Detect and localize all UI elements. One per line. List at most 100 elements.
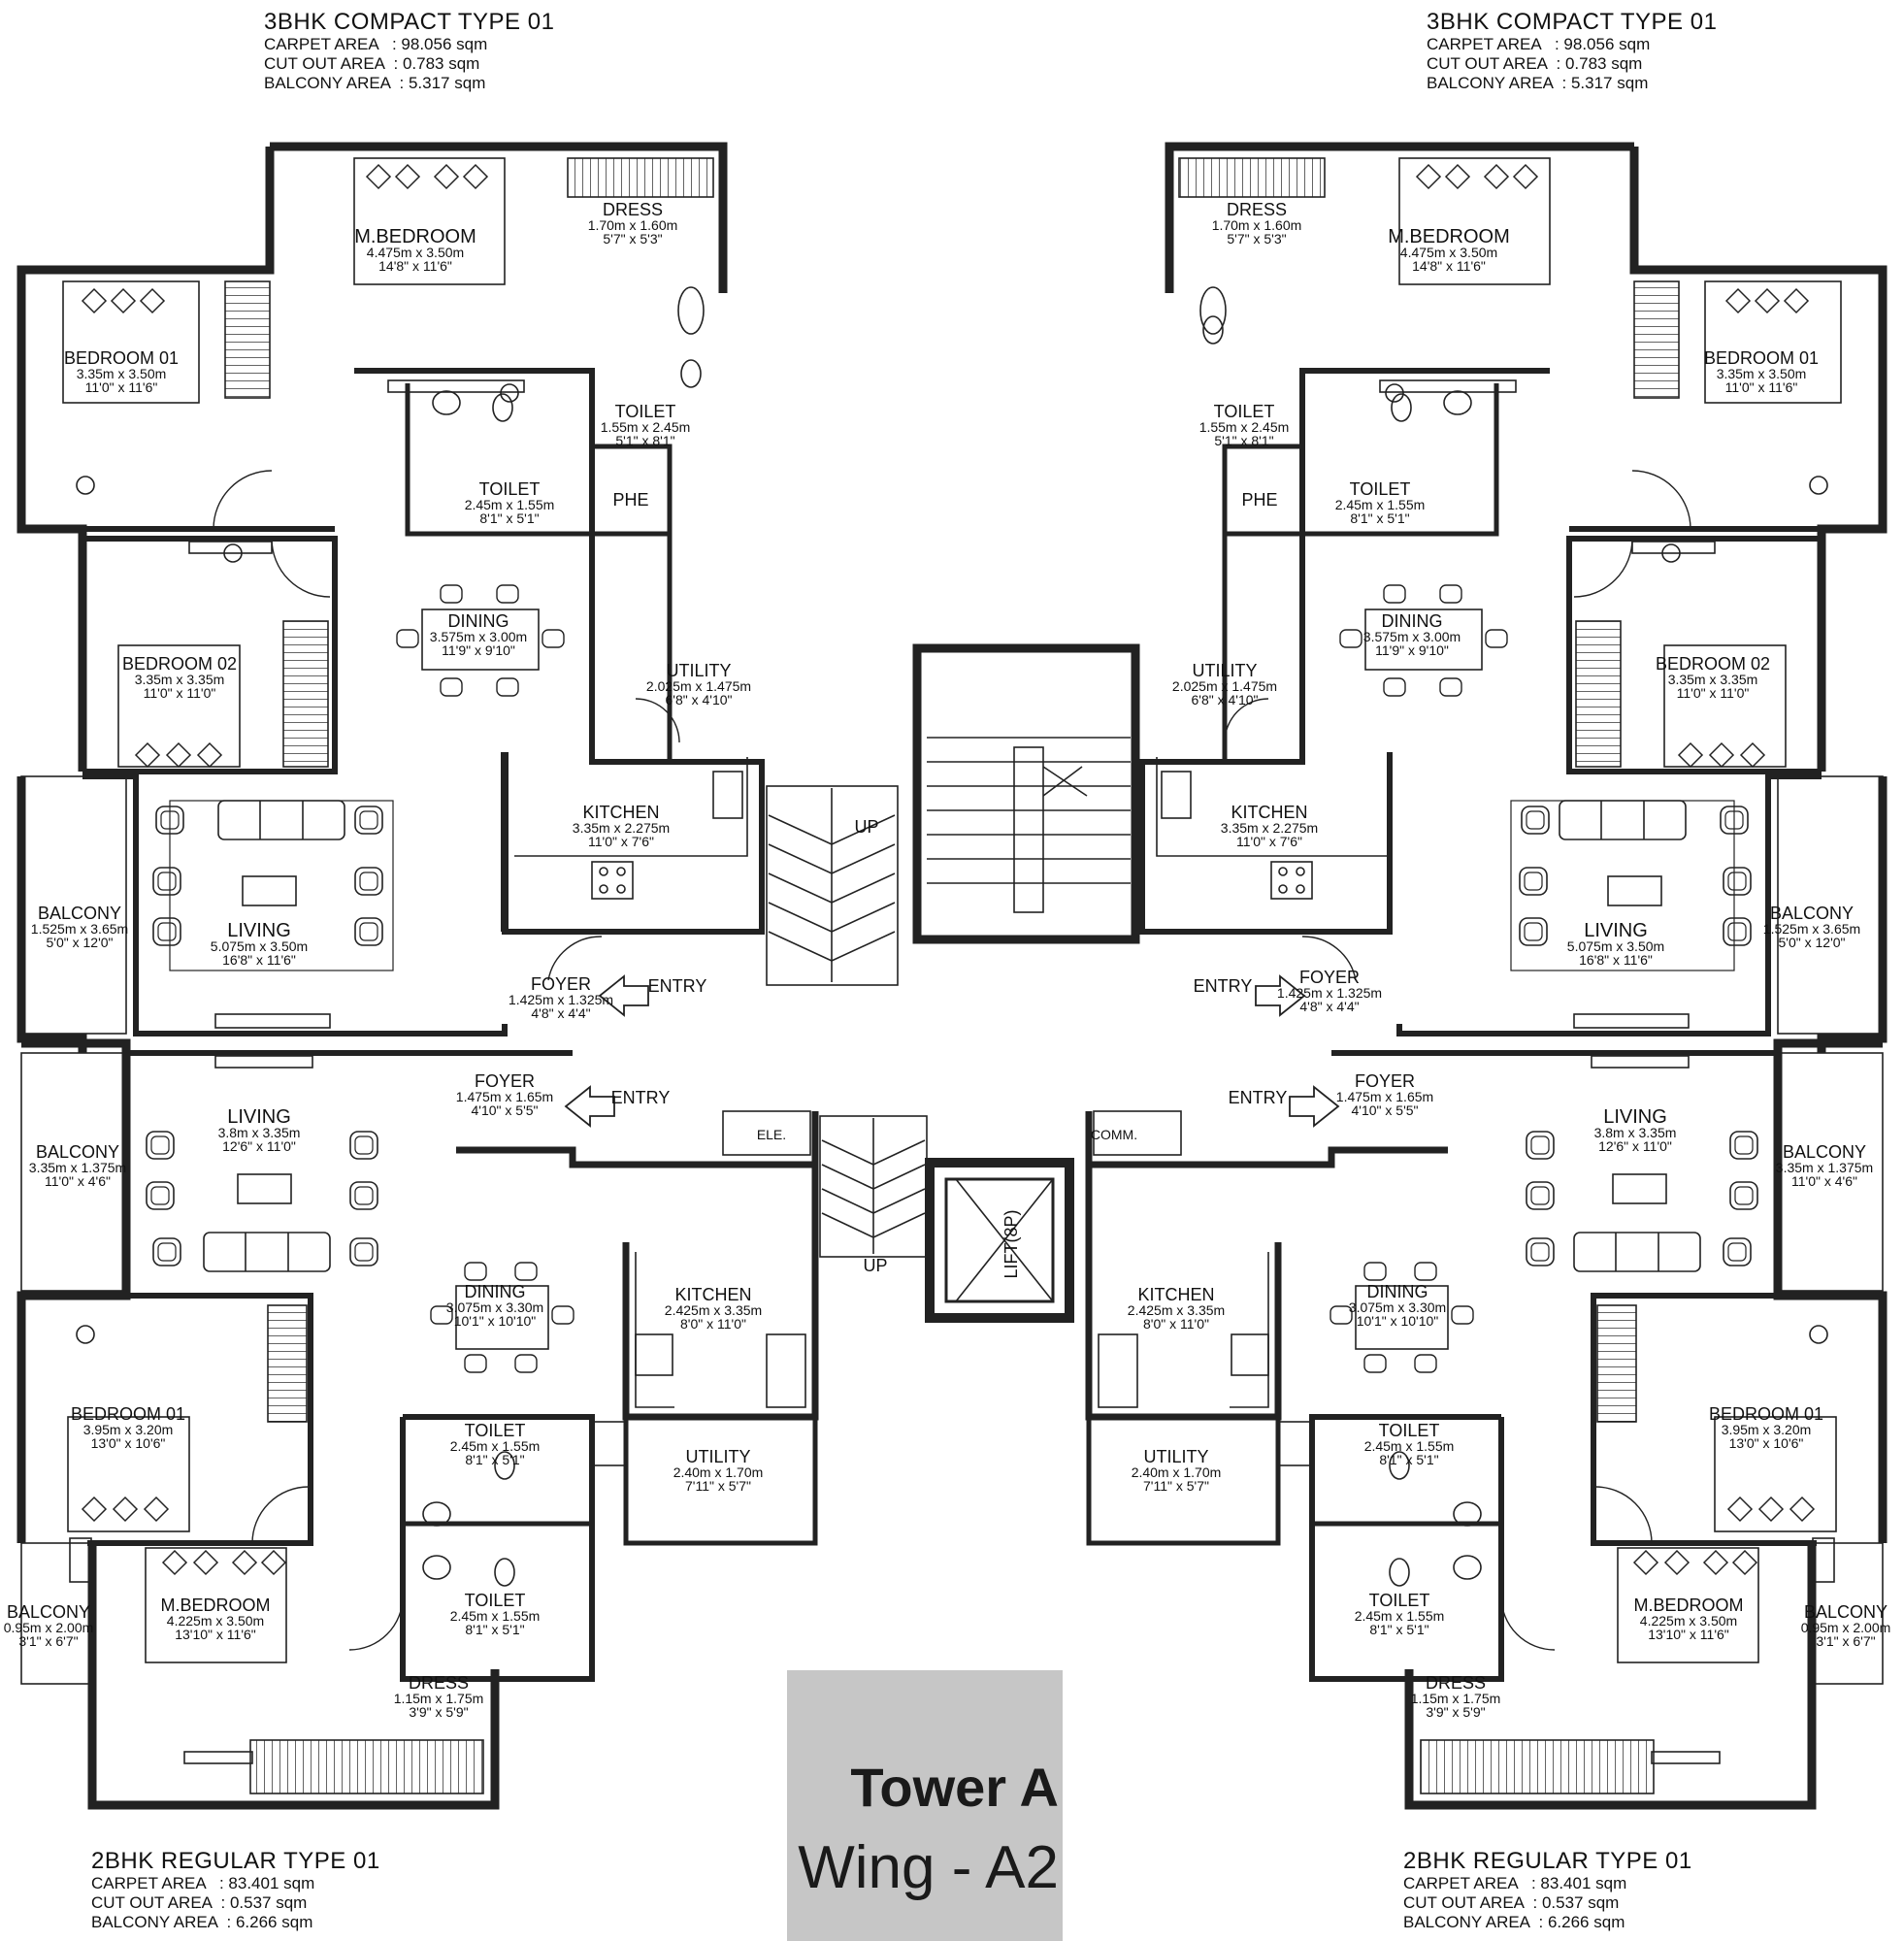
svg-text:M.BEDROOM: M.BEDROOM bbox=[354, 226, 476, 247]
bed-br-bed1 bbox=[1714, 1416, 1837, 1532]
unit-info-top-right: 3BHK COMPACT TYPE 01 CARPET AREA : 98.05… bbox=[1427, 10, 1717, 93]
tl-bed1-wall bbox=[16, 147, 275, 772]
svg-text:1.15m x 1.75m: 1.15m x 1.75m bbox=[1411, 1691, 1501, 1706]
svg-text:DINING: DINING bbox=[465, 1282, 526, 1301]
label-tr-phe: PHE bbox=[1241, 490, 1277, 510]
tr-kitchen-wall bbox=[1139, 534, 1393, 935]
entry-label-bl: ENTRY bbox=[611, 1088, 671, 1107]
svg-text:TOILET: TOILET bbox=[1379, 1421, 1440, 1440]
svg-text:DINING: DINING bbox=[1367, 1282, 1428, 1301]
svg-text:5'1" x 8'1": 5'1" x 8'1" bbox=[615, 433, 674, 448]
svg-text:3'1" x 6'7": 3'1" x 6'7" bbox=[18, 1633, 78, 1649]
svg-text:1.55m x 2.45m: 1.55m x 2.45m bbox=[601, 419, 691, 435]
bl-balcony2 bbox=[20, 1542, 90, 1685]
unit-type-title: 3BHK COMPACT TYPE 01 bbox=[264, 9, 555, 35]
unit-info-bottom-right: 2BHK REGULAR TYPE 01 CARPET AREA : 83.40… bbox=[1403, 1849, 1692, 1932]
stair-flight-bottom bbox=[819, 1115, 928, 1258]
tl-toilet-block bbox=[405, 383, 592, 537]
tr-bed1-wall bbox=[1629, 147, 1888, 772]
svg-text:13'0" x 10'6": 13'0" x 10'6" bbox=[1729, 1435, 1804, 1451]
svg-text:4.225m x 3.50m: 4.225m x 3.50m bbox=[1640, 1613, 1737, 1628]
br-balcony2 bbox=[1814, 1542, 1884, 1685]
stair-flight-top bbox=[766, 785, 899, 986]
svg-text:11'0" x 11'6": 11'0" x 11'6" bbox=[1725, 379, 1798, 395]
svg-text:8'1" x 5'1": 8'1" x 5'1" bbox=[1350, 510, 1409, 526]
svg-text:1.525m x 3.65m: 1.525m x 3.65m bbox=[31, 921, 128, 937]
svg-text:16'8" x 11'6": 16'8" x 11'6" bbox=[222, 952, 296, 968]
svg-text:4.475m x 3.50m: 4.475m x 3.50m bbox=[367, 245, 464, 260]
br-utility-wall bbox=[1086, 1417, 1281, 1546]
svg-text:10'1" x 10'10": 10'1" x 10'10" bbox=[454, 1313, 537, 1329]
svg-text:3.075m x 3.30m: 3.075m x 3.30m bbox=[1349, 1299, 1446, 1315]
svg-text:BEDROOM 02: BEDROOM 02 bbox=[122, 654, 237, 674]
br-dining-set bbox=[1330, 1262, 1474, 1373]
svg-text:5'1" x 8'1": 5'1" x 8'1" bbox=[1214, 433, 1273, 448]
svg-text:BEDROOM 01: BEDROOM 01 bbox=[1704, 348, 1819, 368]
svg-text:2.425m x 3.35m: 2.425m x 3.35m bbox=[1128, 1302, 1225, 1318]
balcony-area: BALCONY AREA : 6.266 sqm bbox=[1403, 1913, 1625, 1931]
tr-mbed-bottom bbox=[1299, 368, 1550, 534]
svg-text:3.575m x 3.00m: 3.575m x 3.00m bbox=[430, 629, 527, 644]
shaft-tr bbox=[1278, 1421, 1311, 1466]
comm-room bbox=[1093, 1110, 1182, 1156]
door-swings bbox=[213, 470, 1691, 1651]
svg-text:3.575m x 3.00m: 3.575m x 3.00m bbox=[1363, 629, 1461, 644]
tr-outer-wall bbox=[1165, 142, 1634, 293]
svg-text:PHE: PHE bbox=[612, 490, 648, 510]
carpet-area: CARPET AREA : 83.401 sqm bbox=[91, 1874, 315, 1892]
svg-text:TOILET: TOILET bbox=[479, 479, 541, 499]
cutout-area: CUT OUT AREA : 0.537 sqm bbox=[1403, 1893, 1620, 1912]
svg-text:BALCONY: BALCONY bbox=[38, 904, 121, 923]
svg-text:13'0" x 10'6": 13'0" x 10'6" bbox=[91, 1435, 166, 1451]
svg-text:1.525m x 3.65m: 1.525m x 3.65m bbox=[1763, 921, 1860, 937]
svg-text:BEDROOM 01: BEDROOM 01 bbox=[64, 348, 179, 368]
comm-label: COMM. bbox=[1091, 1127, 1137, 1142]
svg-text:4.225m x 3.50m: 4.225m x 3.50m bbox=[167, 1613, 264, 1628]
svg-text:3.8m x 3.35m: 3.8m x 3.35m bbox=[218, 1125, 301, 1140]
svg-text:FOYER: FOYER bbox=[475, 1071, 535, 1091]
svg-text:FOYER: FOYER bbox=[1355, 1071, 1415, 1091]
tr-toilet-block bbox=[1302, 383, 1499, 537]
wardrobe-tl-bed1 bbox=[224, 280, 271, 399]
svg-text:BALCONY: BALCONY bbox=[1770, 904, 1854, 923]
bed-tr-mbed bbox=[1398, 157, 1551, 285]
svg-text:3.35m x 2.275m: 3.35m x 2.275m bbox=[1221, 820, 1318, 836]
svg-text:4'8" x 4'4": 4'8" x 4'4" bbox=[1299, 999, 1359, 1014]
svg-text:BALCONY: BALCONY bbox=[1804, 1602, 1888, 1622]
tr-kitchen-counter bbox=[1156, 757, 1390, 900]
cutout-area: CUT OUT AREA : 0.537 sqm bbox=[91, 1893, 308, 1912]
svg-text:5'0" x 12'0": 5'0" x 12'0" bbox=[1779, 935, 1846, 950]
ele-label: ELE. bbox=[757, 1127, 786, 1142]
svg-text:2.45m x 1.55m: 2.45m x 1.55m bbox=[1364, 1438, 1455, 1454]
unit-info-top-left: 3BHK COMPACT TYPE 01 CARPET AREA : 98.05… bbox=[264, 10, 554, 93]
tr-balcony bbox=[1777, 775, 1884, 1035]
svg-text:3.95m x 3.20m: 3.95m x 3.20m bbox=[1722, 1422, 1812, 1437]
shaft-br bbox=[1812, 1537, 1835, 1583]
entry-label-tl: ENTRY bbox=[648, 976, 707, 996]
svg-text:2.45m x 1.55m: 2.45m x 1.55m bbox=[450, 1608, 541, 1624]
svg-text:3.35m x 3.35m: 3.35m x 3.35m bbox=[1668, 672, 1758, 687]
svg-text:12'6" x 11'0": 12'6" x 11'0" bbox=[1598, 1138, 1672, 1154]
svg-text:4'8" x 4'4": 4'8" x 4'4" bbox=[531, 1005, 590, 1021]
tl-balcony bbox=[20, 775, 127, 1035]
svg-text:2.40m x 1.70m: 2.40m x 1.70m bbox=[1132, 1464, 1222, 1480]
svg-text:KITCHEN: KITCHEN bbox=[1231, 803, 1307, 822]
br-foyer-wall bbox=[1089, 1146, 1448, 1168]
svg-text:4'10" x 5'5": 4'10" x 5'5" bbox=[472, 1102, 539, 1118]
svg-text:11'0" x 4'6": 11'0" x 4'6" bbox=[45, 1173, 111, 1189]
